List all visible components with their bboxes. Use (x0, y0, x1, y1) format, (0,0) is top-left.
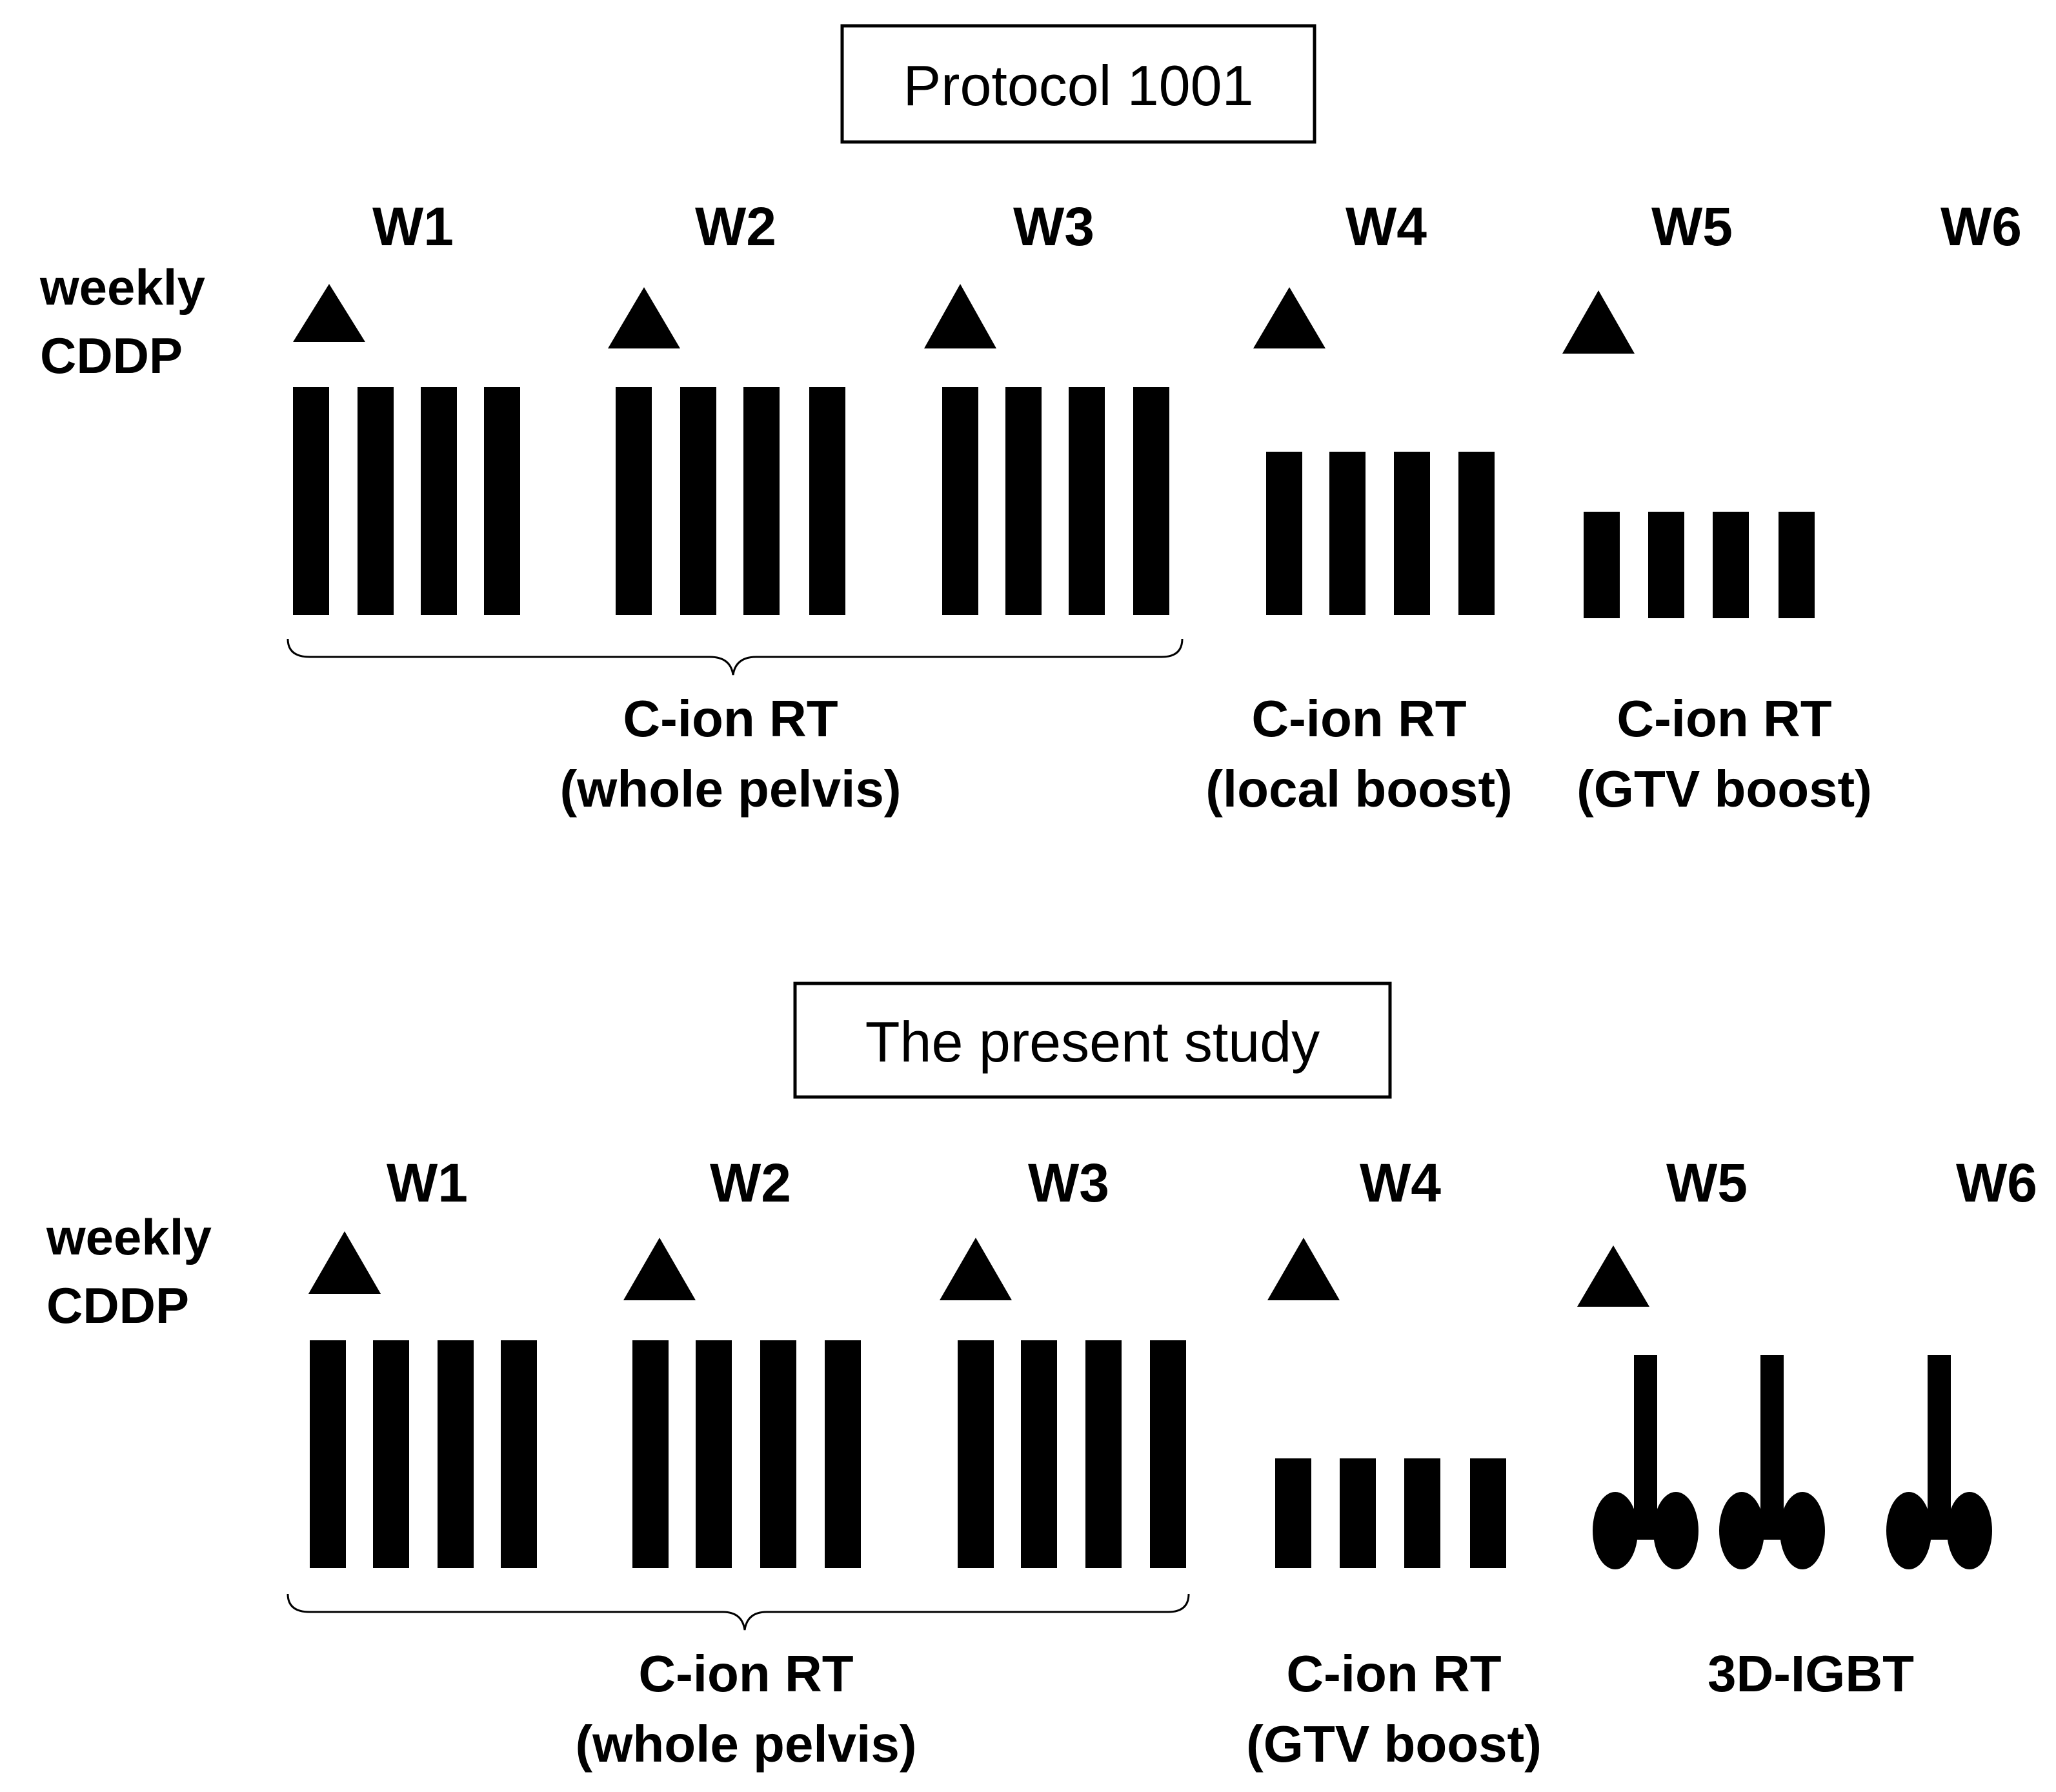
panel-protocol-1001: Protocol 1001 W1 W2 W3 W4 W5 W6 weekly C… (39, 24, 2022, 818)
fraction-bar (743, 387, 780, 615)
panel-title-box (840, 24, 1316, 144)
fraction-bar (1069, 387, 1105, 615)
panel-title: The present study (865, 1010, 1320, 1074)
fraction-bar (942, 387, 978, 615)
fraction-bar (1329, 452, 1366, 615)
cddp-dose-triangle-icon (1562, 290, 1635, 354)
phase-brace (287, 638, 1184, 676)
week-label-w1: W1 (372, 196, 454, 257)
fraction-bar (825, 1340, 861, 1568)
fraction-bar (1133, 387, 1169, 615)
fraction-bar (1266, 452, 1302, 615)
week-label-w3: W3 (1028, 1153, 1109, 1213)
cddp-label-line2: CDDP (40, 327, 183, 384)
cddp-label-line2: CDDP (46, 1277, 189, 1334)
panel-present-study: The present study W1 W2 W3 W4 W5 W6 week… (46, 982, 2037, 1773)
cddp-dose-triangle-icon (608, 287, 680, 348)
brachytherapy-applicator-icon (1886, 1355, 1992, 1569)
cddp-dose-triangle-icon (293, 284, 365, 342)
fraction-bar (809, 387, 845, 615)
fraction-bar (438, 1340, 474, 1568)
phase-label-line1: 3D-IGBT (1708, 1645, 1914, 1702)
cddp-label-line1: weekly (39, 259, 205, 316)
phase-label-line2: (whole pelvis) (560, 760, 902, 818)
fraction-bar (1779, 512, 1815, 618)
panel-title: Protocol 1001 (903, 54, 1253, 117)
phase-label-line1: C-ion RT (623, 690, 838, 747)
brachytherapy-applicator-icon (1719, 1355, 1825, 1569)
week-label-w2: W2 (710, 1153, 791, 1213)
phase-label-line1: C-ion RT (1251, 690, 1466, 747)
phase-label-line2: (whole pelvis) (576, 1715, 917, 1773)
fraction-bar (1085, 1340, 1122, 1568)
fraction-bar (1275, 1458, 1311, 1568)
fraction-bar (958, 1340, 994, 1568)
week-label-w2: W2 (695, 196, 776, 257)
panel-title-box (793, 982, 1392, 1099)
cddp-label-line1: weekly (46, 1209, 212, 1265)
fraction-bar (1005, 387, 1042, 615)
phase-label-line2: (GTV boost) (1577, 760, 1872, 818)
week-label-w5: W5 (1666, 1153, 1748, 1213)
brachytherapy-applicator-icon (1593, 1355, 1698, 1569)
fraction-bar (1458, 452, 1495, 615)
fraction-bar (310, 1340, 346, 1568)
fraction-bar (484, 387, 520, 615)
fraction-bar (1340, 1458, 1376, 1568)
week-label-w3: W3 (1013, 196, 1094, 257)
phase-label-line2: (GTV boost) (1246, 1715, 1542, 1773)
fraction-bar (421, 387, 457, 615)
cddp-dose-triangle-icon (1267, 1238, 1340, 1300)
fraction-bar (1584, 512, 1620, 618)
phase-label-line2: (local boost) (1205, 760, 1513, 818)
fraction-bar (358, 387, 394, 615)
fraction-bar (373, 1340, 409, 1568)
fraction-bar (1404, 1458, 1440, 1568)
fraction-bar (1150, 1340, 1186, 1568)
fraction-bar (1713, 512, 1749, 618)
fraction-bar (696, 1340, 732, 1568)
fraction-bar (1394, 452, 1430, 615)
fraction-bar (616, 387, 652, 615)
cddp-dose-triangle-icon (308, 1231, 381, 1294)
cddp-dose-triangle-icon (623, 1238, 696, 1300)
phase-label-line1: C-ion RT (638, 1645, 853, 1702)
fraction-bar (680, 387, 716, 615)
week-label-w6: W6 (1940, 196, 2022, 257)
phase-brace (287, 1593, 1190, 1631)
fraction-bar (1021, 1340, 1057, 1568)
cddp-dose-triangle-icon (924, 284, 996, 348)
phase-label-line1: C-ion RT (1286, 1645, 1501, 1702)
week-label-w5: W5 (1651, 196, 1733, 257)
fraction-bar (632, 1340, 669, 1568)
phase-label-line1: C-ion RT (1617, 690, 1831, 747)
week-label-w6: W6 (1956, 1153, 2037, 1213)
fraction-bar (1470, 1458, 1506, 1568)
cddp-dose-triangle-icon (1253, 287, 1325, 348)
fraction-bar (293, 387, 329, 615)
fraction-bar (501, 1340, 537, 1568)
cddp-dose-triangle-icon (1577, 1245, 1649, 1307)
week-label-w4: W4 (1345, 196, 1427, 257)
cddp-dose-triangle-icon (940, 1238, 1012, 1300)
fraction-bar (760, 1340, 796, 1568)
week-label-w1: W1 (387, 1153, 468, 1213)
fraction-bar (1648, 512, 1684, 618)
week-label-w4: W4 (1360, 1153, 1441, 1213)
